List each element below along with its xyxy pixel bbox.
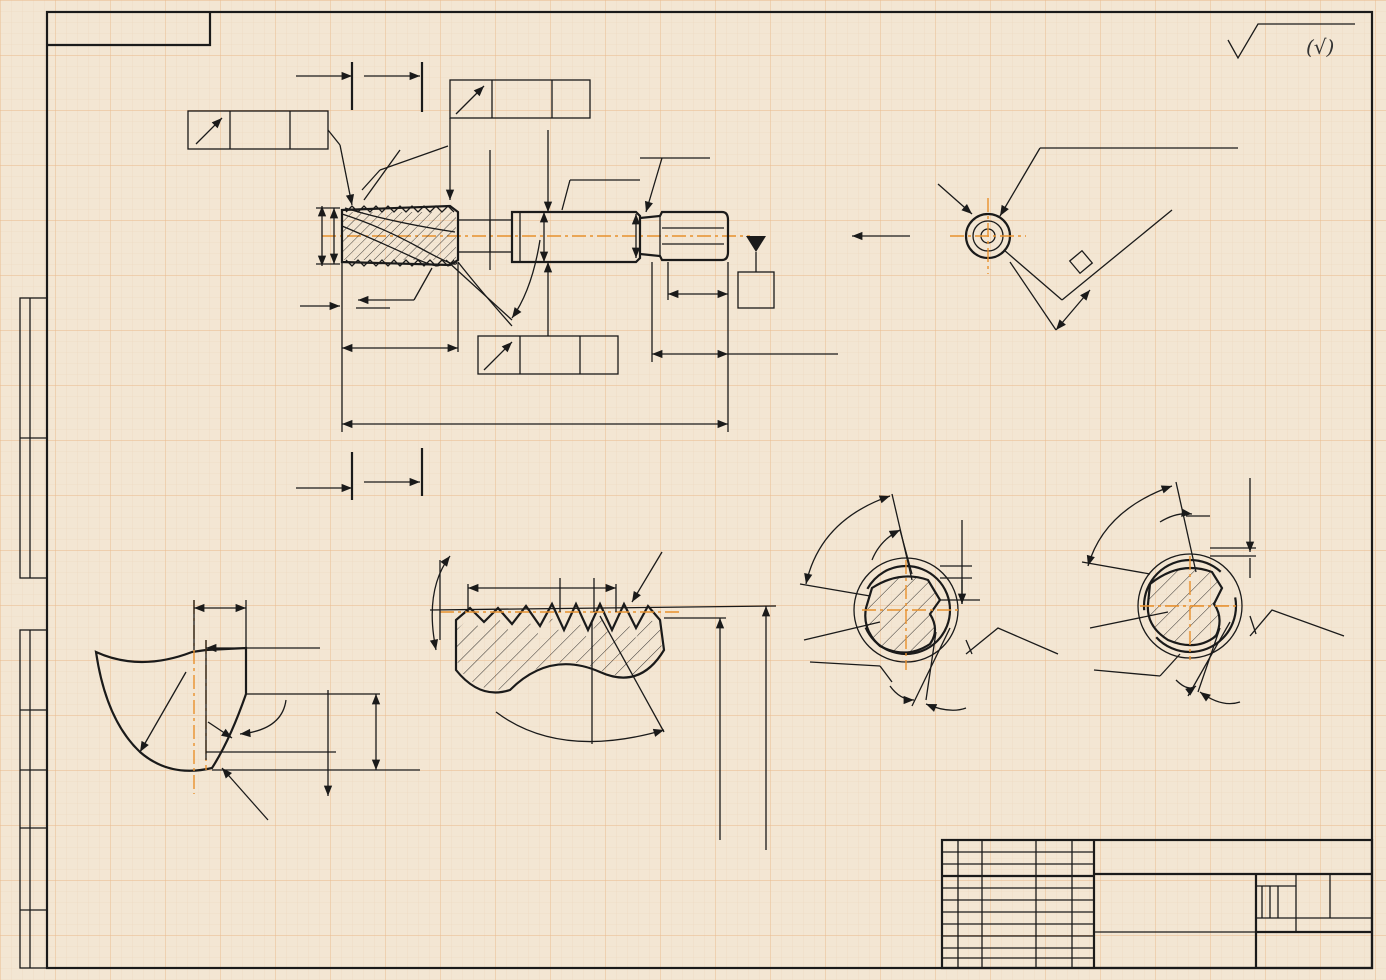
title-block — [940, 838, 1374, 970]
roughness-symbol-icon: (√) — [1227, 23, 1355, 60]
left-binding-strip — [19, 297, 48, 969]
tap-end-view — [937, 147, 1238, 331]
cutting-tip-detail — [94, 600, 420, 821]
tap-square-end — [639, 210, 730, 262]
cross-section-b — [1081, 478, 1345, 705]
tap-main-view — [187, 62, 910, 500]
roughness-mark: (√) — [1306, 35, 1334, 59]
tap-shank — [510, 210, 642, 264]
geometric-tolerance-frame-top — [449, 79, 591, 119]
datum-triangle-icon — [737, 236, 775, 309]
top-left-stamp-box — [47, 12, 212, 47]
cross-section-a — [799, 493, 1059, 712]
thread-profile-detail — [429, 551, 777, 850]
